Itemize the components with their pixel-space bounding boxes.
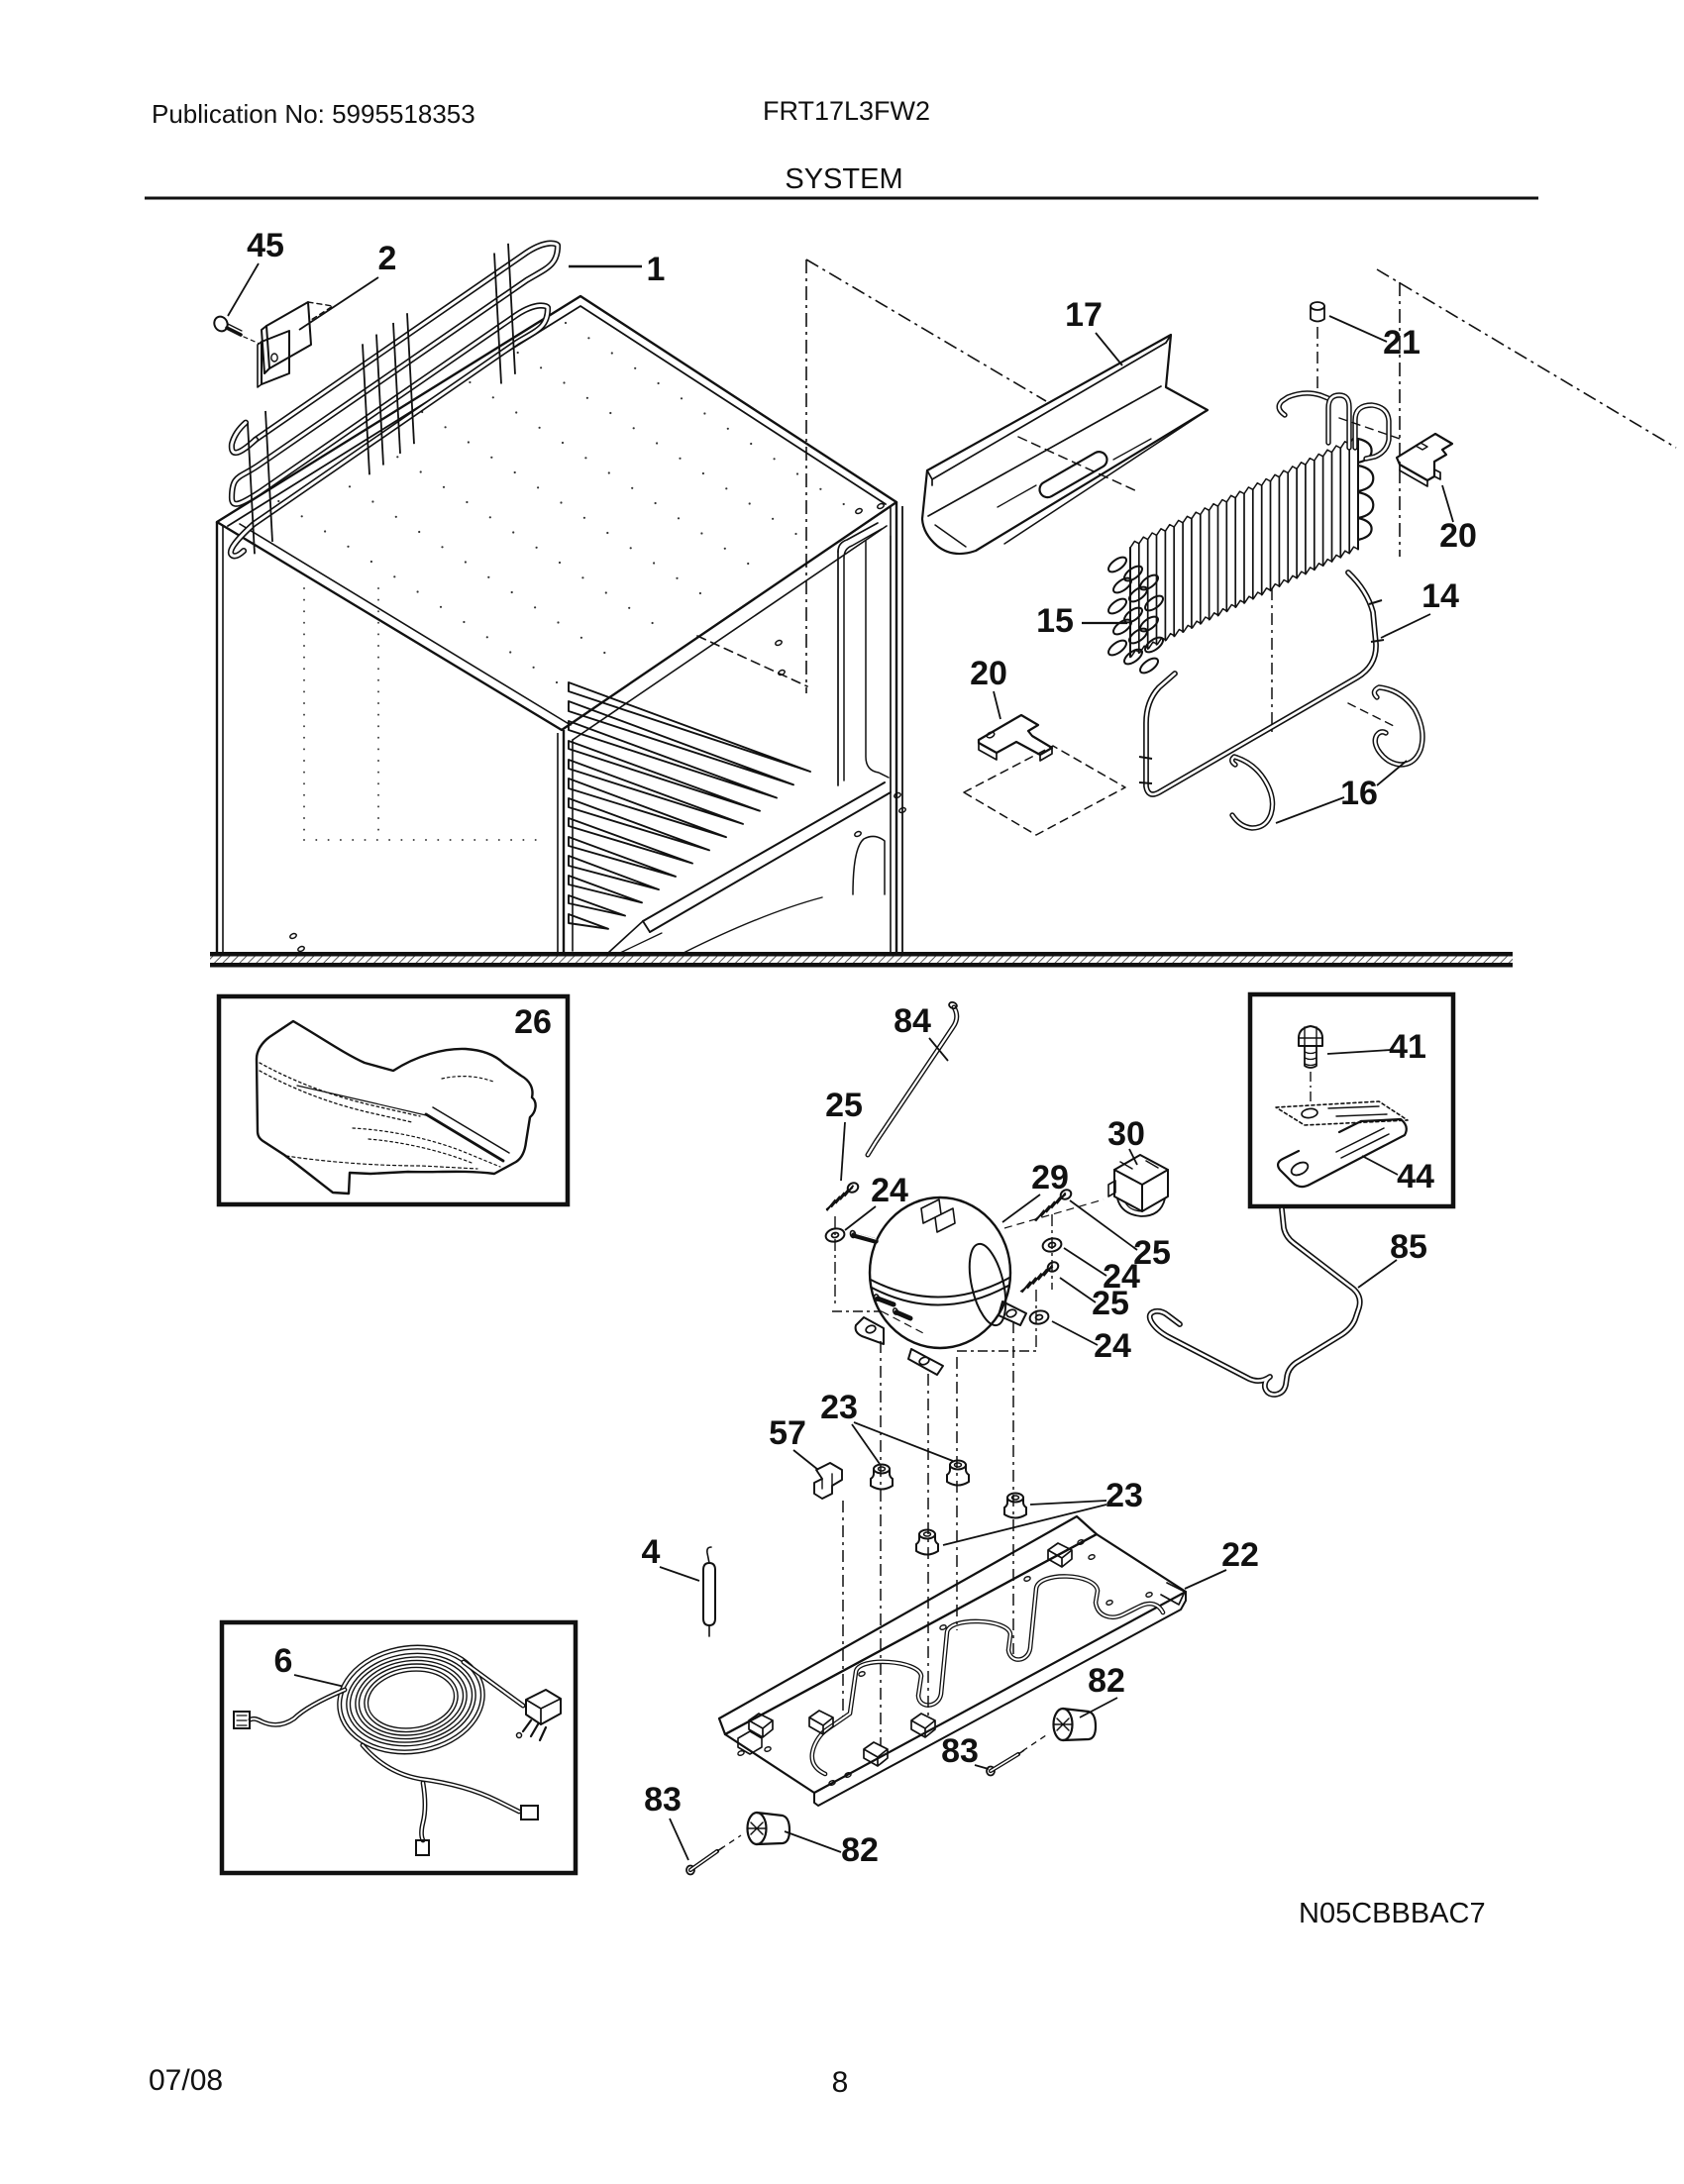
svg-text:2: 2 <box>378 240 397 277</box>
svg-text:23: 23 <box>1105 1477 1143 1514</box>
svg-text:57: 57 <box>769 1414 806 1452</box>
svg-text:24: 24 <box>871 1172 908 1209</box>
svg-text:26: 26 <box>514 1003 552 1041</box>
svg-text:25: 25 <box>825 1087 863 1124</box>
svg-text:25: 25 <box>1133 1234 1171 1272</box>
svg-text:14: 14 <box>1421 577 1459 615</box>
svg-text:83: 83 <box>941 1732 979 1770</box>
svg-text:07/08: 07/08 <box>149 2064 223 2097</box>
svg-text:4: 4 <box>642 1533 661 1571</box>
svg-text:SYSTEM: SYSTEM <box>785 163 902 195</box>
svg-text:8: 8 <box>832 2066 849 2099</box>
svg-text:44: 44 <box>1397 1158 1434 1196</box>
svg-text:15: 15 <box>1036 602 1074 640</box>
svg-text:82: 82 <box>1088 1662 1125 1700</box>
svg-text:30: 30 <box>1107 1115 1145 1153</box>
svg-text:45: 45 <box>247 227 284 264</box>
svg-text:6: 6 <box>274 1642 293 1680</box>
svg-text:1: 1 <box>647 251 666 288</box>
svg-text:82: 82 <box>841 1831 879 1869</box>
svg-text:21: 21 <box>1383 324 1421 362</box>
svg-text:24: 24 <box>1094 1327 1131 1365</box>
svg-text:20: 20 <box>1439 517 1477 555</box>
svg-text:22: 22 <box>1221 1536 1259 1574</box>
svg-text:17: 17 <box>1065 296 1103 334</box>
svg-text:24: 24 <box>1103 1258 1140 1296</box>
svg-text:84: 84 <box>894 1002 931 1040</box>
svg-text:25: 25 <box>1092 1285 1129 1322</box>
svg-text:83: 83 <box>644 1781 682 1819</box>
svg-text:FRT17L3FW2: FRT17L3FW2 <box>763 96 930 126</box>
svg-text:16: 16 <box>1340 775 1378 812</box>
svg-text:Publication No: 5995518353: Publication No: 5995518353 <box>152 99 475 129</box>
svg-text:41: 41 <box>1389 1028 1426 1066</box>
svg-text:N05CBBBAC7: N05CBBBAC7 <box>1299 1898 1486 1929</box>
svg-text:20: 20 <box>970 655 1007 692</box>
svg-text:23: 23 <box>820 1389 858 1426</box>
